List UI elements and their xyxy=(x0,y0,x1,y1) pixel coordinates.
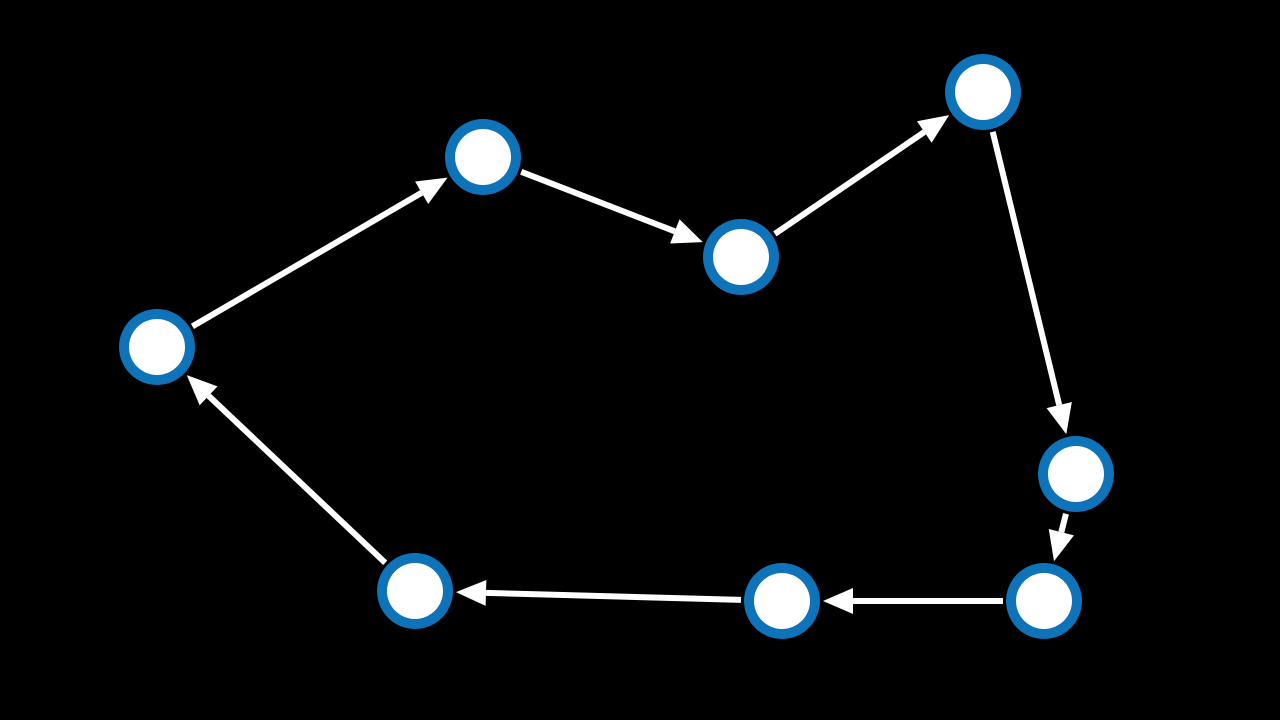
node-inner-fill xyxy=(713,229,769,285)
node-inner-fill xyxy=(387,563,443,619)
edges-layer xyxy=(186,115,1074,614)
node-inner-fill xyxy=(455,129,511,185)
graph-edge[interactable] xyxy=(773,115,950,237)
graph-edge[interactable] xyxy=(520,169,703,244)
arrowhead-icon xyxy=(1046,401,1072,435)
graph-node[interactable] xyxy=(1006,563,1082,639)
arrowhead-icon xyxy=(186,375,218,406)
nodes-layer xyxy=(119,54,1114,639)
graph-node[interactable] xyxy=(1038,436,1114,512)
edge-line xyxy=(190,190,424,329)
graph-node[interactable] xyxy=(445,119,521,195)
graph-edge[interactable] xyxy=(186,375,388,566)
arrowhead-icon xyxy=(823,588,853,614)
graph-node[interactable] xyxy=(119,309,195,385)
arrowhead-icon xyxy=(917,115,950,143)
node-inner-fill xyxy=(1016,573,1072,629)
node-inner-fill xyxy=(129,319,185,375)
edge-line xyxy=(773,129,927,237)
edge-line xyxy=(989,131,1063,406)
graph-edge[interactable] xyxy=(823,588,1003,614)
arrowhead-icon xyxy=(1048,528,1074,562)
graph-edge[interactable] xyxy=(1048,513,1074,562)
graph-node[interactable] xyxy=(377,553,453,629)
graph-edge[interactable] xyxy=(455,579,742,606)
graph-node[interactable] xyxy=(703,219,779,295)
node-inner-fill xyxy=(955,64,1011,120)
graph-edge[interactable] xyxy=(190,177,448,329)
arrowhead-icon xyxy=(670,219,703,244)
arrowhead-icon xyxy=(415,177,448,204)
arrowhead-icon xyxy=(455,579,487,606)
graph-node[interactable] xyxy=(945,54,1021,130)
edge-line xyxy=(1058,513,1069,533)
edge-line xyxy=(520,169,676,235)
graph-node[interactable] xyxy=(744,563,820,639)
edge-line xyxy=(206,393,388,566)
edge-line xyxy=(485,589,742,603)
node-inner-fill xyxy=(1048,446,1104,502)
graph-edge[interactable] xyxy=(989,131,1072,435)
node-inner-fill xyxy=(754,573,810,629)
